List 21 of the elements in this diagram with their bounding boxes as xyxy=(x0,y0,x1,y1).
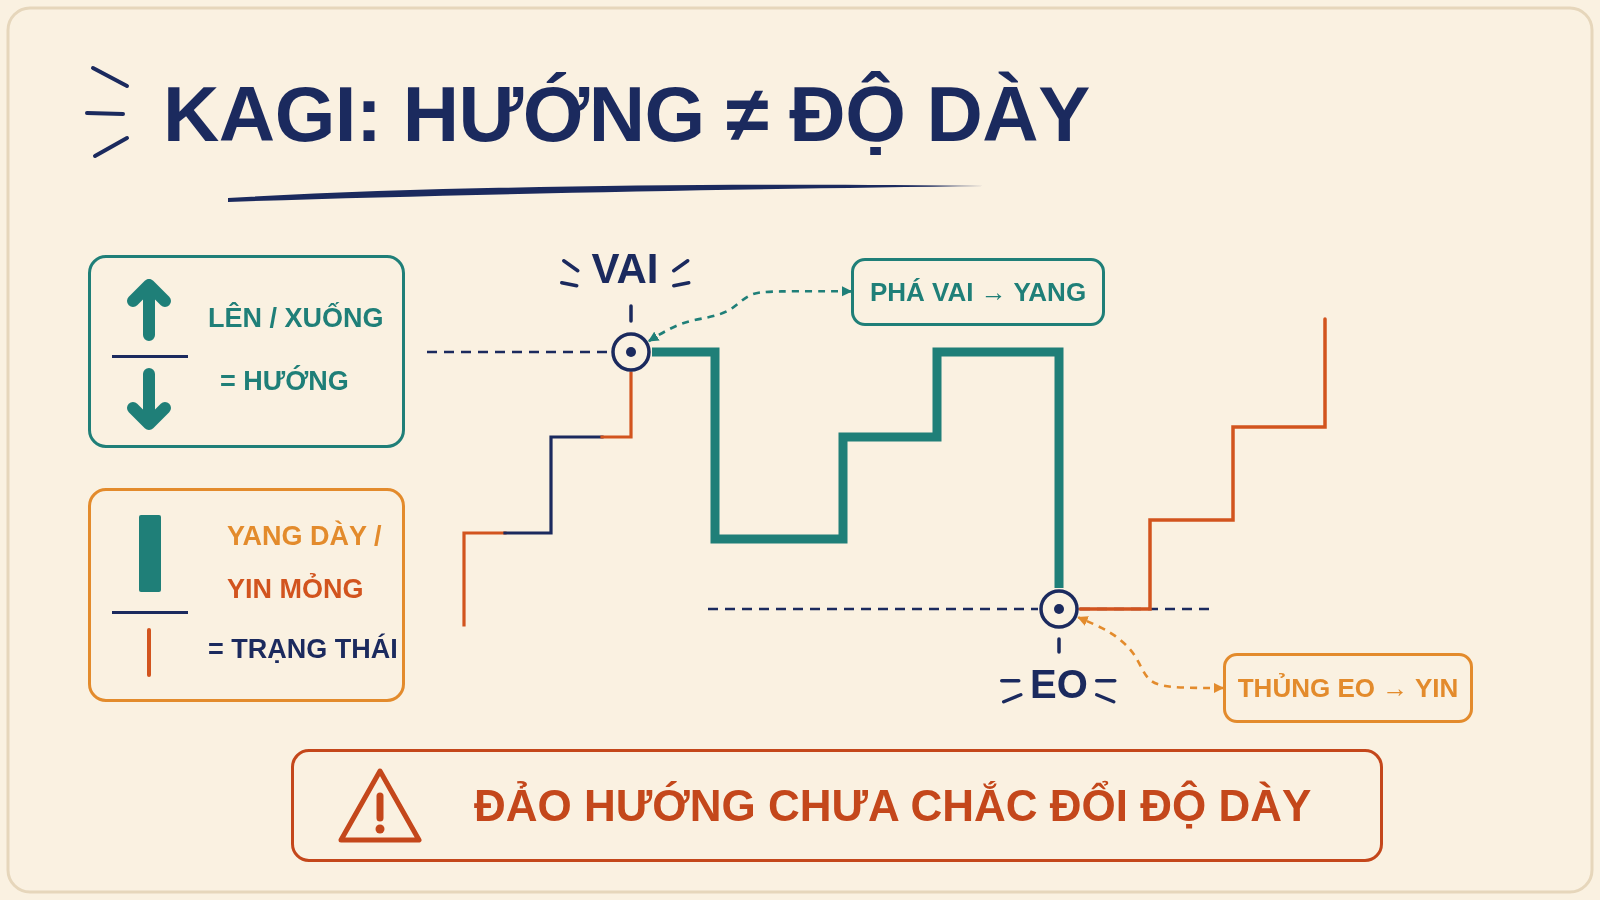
point-marker xyxy=(1039,589,1079,629)
point-marker xyxy=(611,332,651,372)
dashed-arrow xyxy=(648,286,853,343)
legend-box xyxy=(88,488,405,702)
dashed-arrow xyxy=(1077,616,1225,694)
diagram-title: KAGI: HƯỚNG ≠ ĐỘ DÀY xyxy=(163,69,1090,160)
thick-step-line xyxy=(652,347,1064,588)
callout-text: THỦNG EO → YIN xyxy=(1237,671,1459,705)
point-label: EO xyxy=(1030,660,1088,708)
point-label: VAI xyxy=(591,244,659,295)
legend-text: LÊN / XUỐNG xyxy=(208,302,384,335)
legend-box xyxy=(88,255,405,448)
callout-text: PHÁ VAI → YANG xyxy=(869,275,1087,309)
legend-text: YIN MỎNG xyxy=(227,573,364,606)
callout-box xyxy=(1223,653,1473,723)
callout-box xyxy=(851,258,1105,326)
warning-banner xyxy=(291,749,1383,862)
legend-text: = TRẠNG THÁI xyxy=(208,633,398,666)
warning-text: ĐẢO HƯỚNG CHƯA CHẮC ĐỔI ĐỘ DÀY xyxy=(474,779,1312,832)
legend-text: YANG DÀY / xyxy=(227,520,382,553)
legend-text: = HƯỚNG xyxy=(220,365,349,398)
